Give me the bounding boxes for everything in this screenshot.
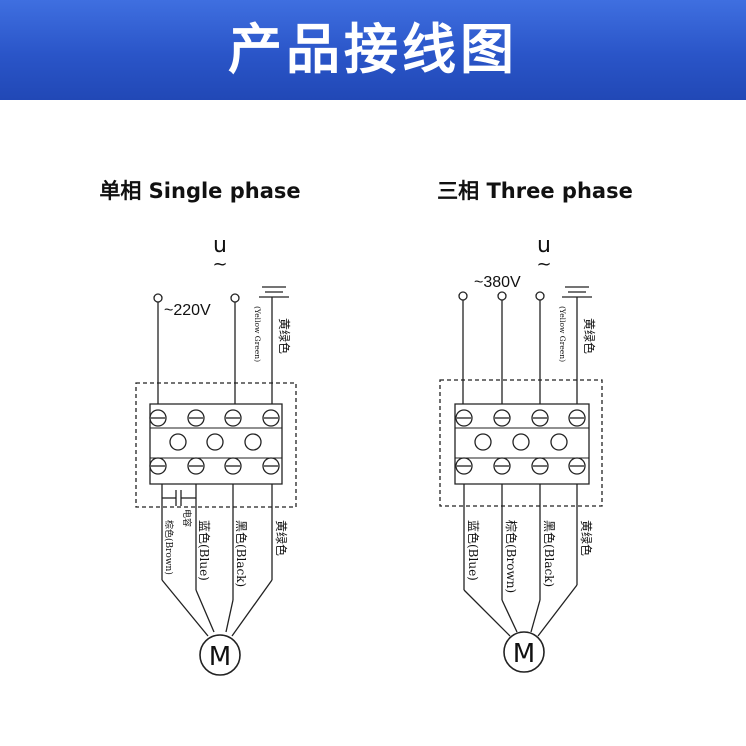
svg-text:(Yellow Green): (Yellow Green) [558,306,567,362]
single-phase-capacitor-icon [162,490,196,506]
three-phase-supply-terminal-l1 [458,291,468,301]
single-phase-ground-label: 黄绿色 (Yellow Green) [253,306,292,362]
three-phase-supply-tilde: ~ [536,254,551,275]
single-phase-supply-symbol: u [213,233,227,258]
single-phase-wire-label-2: 蓝色(Blue) [197,520,211,581]
svg-text:黄绿色: 黄绿色 [582,318,597,354]
single-phase-junction-box [135,382,297,508]
page-title: 产品接线图 [228,18,518,81]
single-phase-capacitor-label: 电容 [181,509,193,527]
single-phase-terminal-block [149,403,283,485]
three-phase-motor-icon [503,631,545,673]
three-phase-supply-terminal-l2 [497,291,507,301]
three-phase-supply-terminal-l3 [535,291,545,301]
single-phase-voltage-label: ~220V [164,302,211,319]
svg-text:黄绿色: 黄绿色 [277,318,292,354]
three-phase-diagram: 三相 Three phase u ~ ~380V 黄绿色 (Yellow Gre… [437,179,633,673]
three-phase-wire-label-2: 棕色(Brown) [504,520,519,593]
single-phase-ground-icon [259,286,289,404]
three-phase-wire-label-3: 黑色(Black) [542,520,556,587]
single-phase-title: 单相 Single phase [99,179,300,203]
three-phase-terminal-block [454,403,590,485]
single-phase-diagram: 单相 Single phase u ~ ~220V 黄绿色 (Yellow Gr… [99,179,301,676]
three-phase-wire-label-1: 蓝色(Blue) [466,520,480,581]
three-phase-ground-icon [562,286,592,404]
single-phase-wire-label-1: 棕色(Brown) [163,520,175,575]
three-phase-junction-box [439,379,603,507]
single-phase-supply-tilde: ~ [212,254,227,275]
single-phase-supply-terminal-n [230,293,240,303]
three-phase-supply-symbol: u [537,233,551,258]
single-phase-wire-label-4: 黄绿色 [274,520,289,556]
three-phase-ground-label: 黄绿色 (Yellow Green) [558,306,597,362]
svg-text:(Yellow Green): (Yellow Green) [253,306,262,362]
three-phase-title: 三相 Three phase [437,179,633,203]
single-phase-motor-label: M [209,642,231,672]
three-phase-voltage-label: ~380V [474,274,521,291]
single-phase-motor-icon [199,634,241,676]
three-phase-wire-label-4: 黄绿色 [579,520,594,556]
three-phase-motor-label: M [513,639,535,669]
header-banner: 产品接线图 [0,0,746,100]
single-phase-supply-terminal-l [153,293,163,303]
single-phase-wire-label-3: 黑色(Black) [234,520,248,587]
